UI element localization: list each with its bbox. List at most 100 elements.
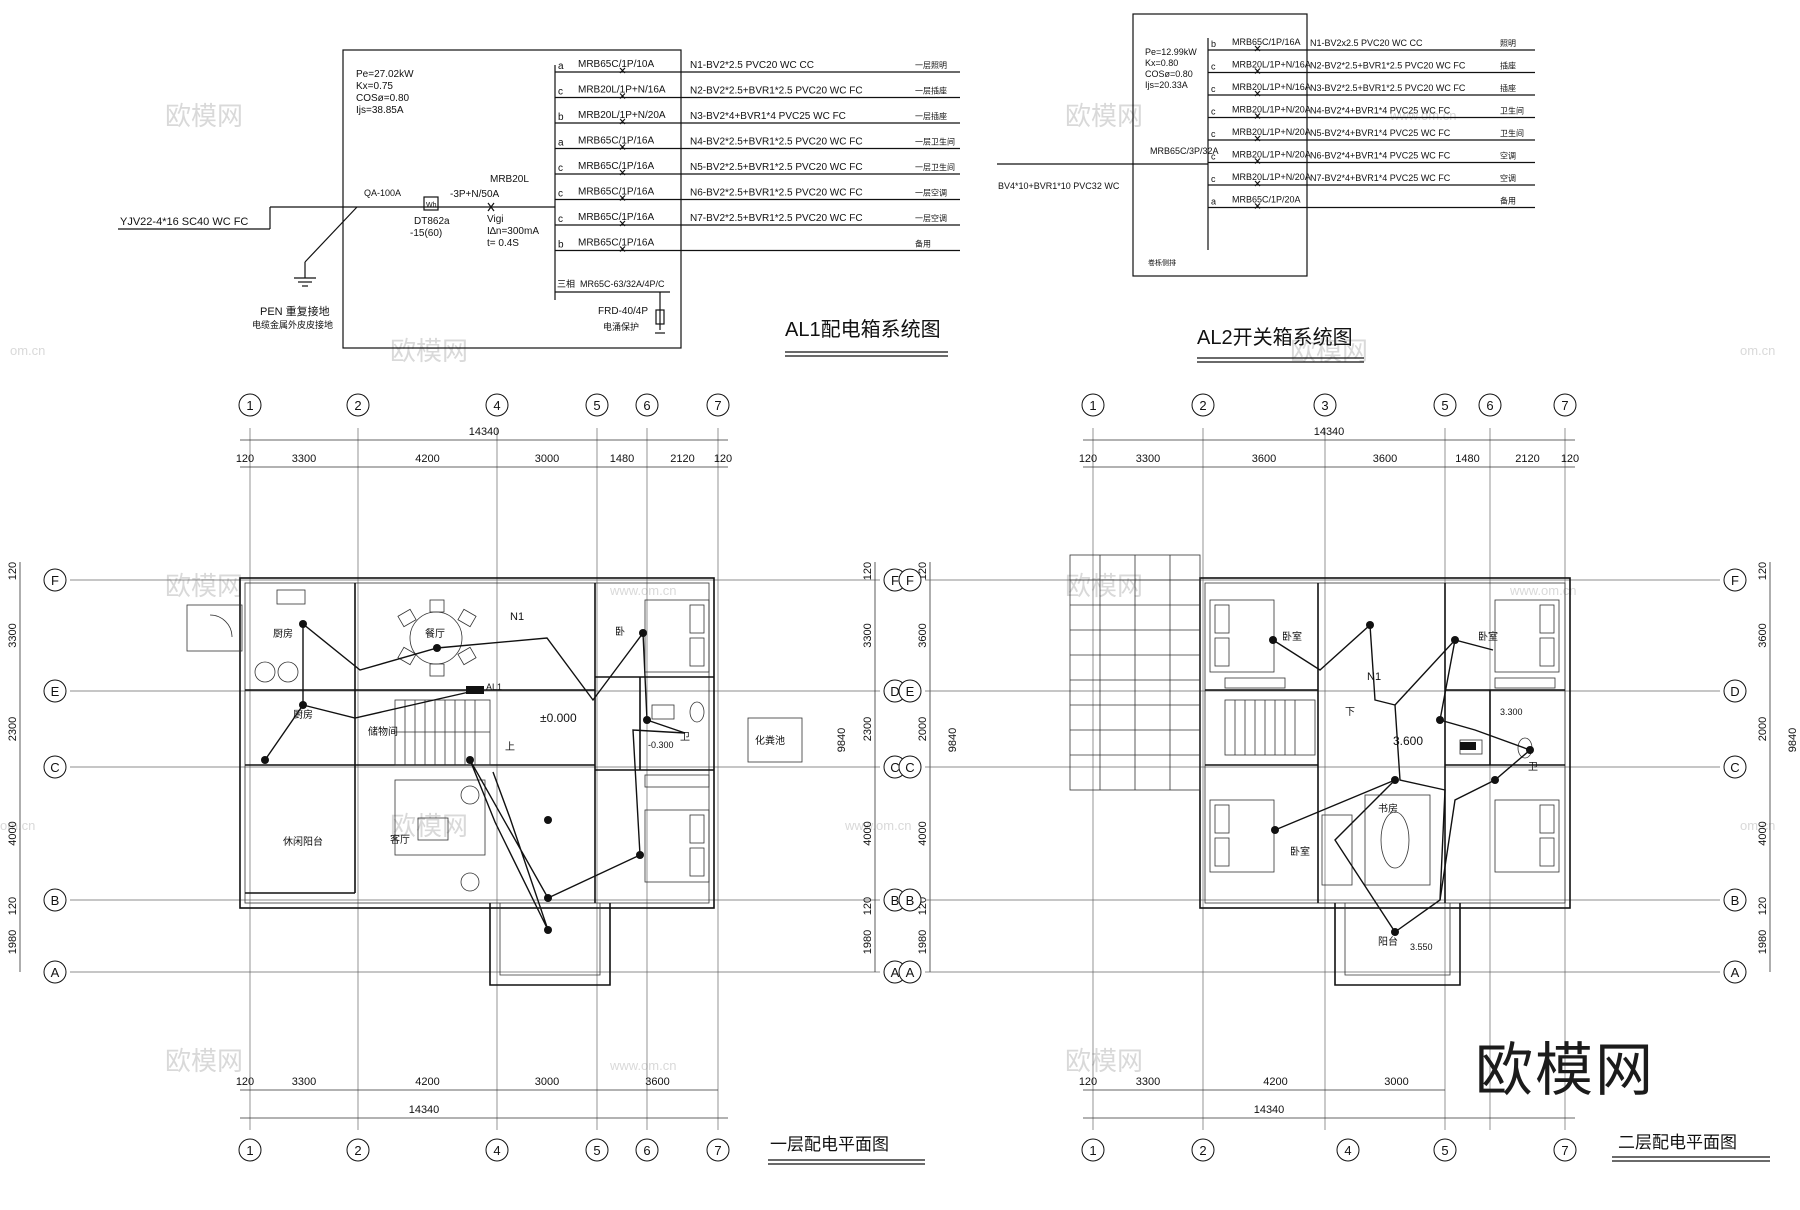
brand-watermark: 欧模网 [1475,1038,1655,1103]
axis-bubble [43,568,67,592]
axis-bubble [635,393,659,417]
al2-main-switch: MRB65C/3P/32A [1150,146,1219,156]
bed [1209,799,1275,873]
circuit-use: 一层空调 [915,213,947,223]
dimension-value: 2120 [1515,453,1539,465]
stove [254,661,276,683]
breaker-icon [1254,68,1261,74]
plan1-stair [394,699,491,766]
watermark-url: www.om.cn [1389,108,1456,123]
watermark-text: 欧模网 [1290,336,1368,366]
axis-bubble [585,393,609,417]
circuit-cable: N2-BV2*2.5+BVR1*2.5 PVC20 WC FC [1310,61,1466,71]
axis-bubble [43,755,67,779]
axis-label: 2 [1199,1143,1206,1158]
breaker-icon [1254,203,1261,209]
porch-wall-inner [499,903,601,976]
dimension-value: 1480 [1455,453,1479,465]
axis-label: 2 [354,1143,361,1158]
room-balcony: 阳台 [1378,935,1398,948]
pillow [1214,804,1230,834]
room-bedroom: 卧室 [1282,630,1302,643]
axis-bubble [1191,393,1215,417]
axis-label: B [891,893,900,908]
sink [276,589,306,605]
axis-bubble [238,1138,262,1162]
watermark-text: 欧模网 [165,101,243,131]
dimension-value: 120 [7,562,19,580]
breaker-icon [1254,90,1261,97]
study-rug [1364,794,1431,886]
circuit-phase: c [1211,174,1216,184]
dimension-value: 120 [1757,562,1769,580]
dimension-value: 120 [714,453,732,465]
ceiling-light-icon [299,620,307,628]
dimension-value: 120 [862,562,874,580]
al2-param: Kx=0.80 [1145,58,1178,68]
circuit-breaker: MRB20L/1P+N/16A [1232,60,1311,70]
bed [1494,599,1560,673]
axis-bubble [1191,1138,1215,1162]
circuit-use: 备用 [1500,196,1516,206]
axis-label: B [906,893,915,908]
axis-label: 7 [1561,1143,1568,1158]
dimension-total: 14340 [1314,426,1345,438]
watermark-url: www.om.cn [1509,583,1576,598]
wardrobe [1224,677,1286,689]
circuit-use: 插座 [1500,83,1516,93]
lamp-table [460,872,480,892]
lamp-table [460,785,480,805]
axis-bubble [706,393,730,417]
axis-label: 5 [1441,398,1448,413]
watermark-text: 欧模网 [1065,101,1143,131]
breaker-icon [1254,158,1261,164]
axis-bubble [635,1138,659,1162]
lighting-circuit [302,623,686,931]
axis-bubble [898,755,922,779]
axis-label: E [51,684,60,699]
plan2-room-labels: 卧室 卧室 卧室 卫 阳台 书房 下 3.600 3.300 3.550 [1282,630,1538,952]
dimension-total: 9840 [836,728,848,752]
lighting-circuit [1272,623,1446,933]
breaker-icon [619,220,626,227]
plan1-level-bath: -0.300 [648,740,674,750]
al1-spd-note: 电涌保护 [603,321,639,332]
outer-wall [1199,577,1571,909]
plan2-level-bath: 3.300 [1500,707,1523,717]
circuit-breaker: MRB65C/1P/20A [1232,195,1301,205]
outer-wall [239,577,715,909]
axis-bubble [1336,1138,1360,1162]
plan2-walls [1069,554,1571,986]
ceiling-light-icon [544,816,552,824]
kitchen-annex [186,604,243,652]
pillow [689,637,705,667]
axis-bubble [346,1138,370,1162]
axis-label: A [906,965,915,980]
room-storage: 储物间 [368,725,398,738]
al1-earth-label: PEN 重复接地 [260,304,330,318]
dimension-value: 3000 [535,453,559,465]
spd-icon [655,309,665,325]
axis-bubble [1478,393,1502,417]
stair-down: 下 [1345,707,1355,718]
axis-bubble [1081,393,1105,417]
axis-label: 1 [246,398,253,413]
dimension-value: 120 [236,453,254,465]
chair [397,646,417,666]
axis-bubble [1723,960,1747,984]
circuit-use: 卫生间 [1500,128,1524,138]
watermark-url: www.om.cn [844,818,911,833]
dimension-value: 120 [862,897,874,915]
pillow [1214,837,1230,867]
ground-lead [304,206,358,263]
plan2-furniture [1209,599,1560,886]
circuit-use: 卫生间 [1500,106,1524,116]
watermark-url: www.om.cn [609,1058,676,1073]
circuit-phase: b [558,240,564,251]
pillow [689,604,705,634]
circuit-breaker: MRB65C/1P/16A [578,187,654,198]
circuit-use: 插座 [1500,61,1516,71]
plan2-wiring: N1 [1269,621,1534,936]
dimension-value: 3300 [862,623,874,647]
